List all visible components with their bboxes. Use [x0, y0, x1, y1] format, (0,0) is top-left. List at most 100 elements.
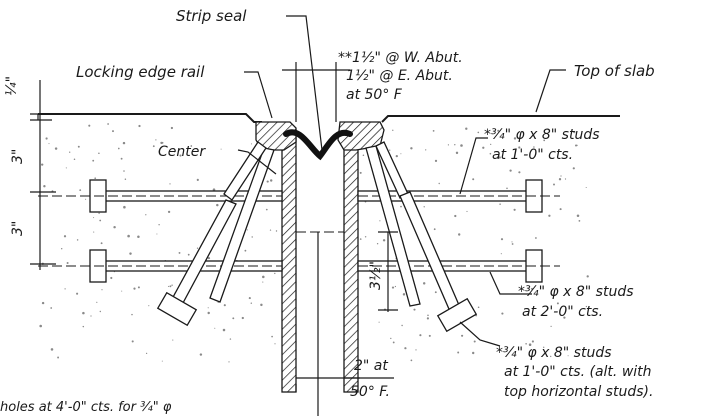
- concrete-speck: [454, 214, 457, 218]
- concrete-speck: [207, 311, 210, 315]
- dim-label-quarter: ¼": [4, 76, 20, 96]
- concrete-speck: [531, 340, 534, 343]
- concrete-speck: [578, 220, 581, 222]
- concrete-speck: [170, 126, 174, 130]
- concrete-speck: [41, 301, 45, 305]
- concrete-speck: [220, 148, 222, 150]
- concrete-speck: [477, 131, 480, 134]
- concrete-speck: [66, 261, 69, 265]
- concrete-speck: [382, 239, 386, 242]
- concrete-speck: [39, 324, 42, 328]
- concrete-speck: [167, 285, 170, 287]
- concrete-speck: [137, 286, 140, 289]
- concrete-speck: [178, 251, 181, 254]
- concrete-speck: [48, 143, 50, 145]
- concrete-speck: [196, 247, 199, 249]
- concrete-speck: [410, 147, 413, 150]
- concrete-speck: [145, 352, 148, 355]
- concrete-speck: [138, 124, 141, 128]
- concrete-speck: [117, 147, 120, 150]
- concrete-speck: [376, 243, 379, 245]
- concrete-speck: [190, 145, 193, 147]
- concrete-speck: [244, 249, 247, 252]
- dim-label-3a: 3": [10, 149, 26, 164]
- concrete-speck: [43, 185, 46, 188]
- label-studs-mid-1: *¾" φ x 8" studs: [518, 284, 634, 300]
- concrete-speck: [394, 285, 397, 288]
- concrete-speck: [207, 307, 209, 309]
- concrete-speck: [101, 289, 103, 291]
- concrete-speck: [359, 171, 362, 174]
- concrete-speck: [50, 348, 54, 351]
- concrete-speck: [262, 275, 265, 279]
- concrete-speck: [169, 183, 171, 185]
- concrete-speck: [560, 175, 562, 177]
- concrete-speck: [425, 149, 427, 151]
- label-locking-edge-rail: Locking edge rail: [76, 63, 205, 81]
- label-studs-low-3: top horizontal studs).: [504, 384, 653, 400]
- concrete-speck: [73, 158, 76, 161]
- concrete-speck: [129, 252, 132, 255]
- concrete-speck: [196, 178, 199, 181]
- concrete-speck: [63, 235, 67, 238]
- concrete-speck: [158, 224, 160, 226]
- concrete-speck: [499, 203, 501, 205]
- concrete-speck: [171, 284, 173, 286]
- concrete-speck: [133, 287, 136, 290]
- concrete-speck: [465, 127, 468, 130]
- concrete-speck: [434, 291, 437, 294]
- concrete-speck: [585, 186, 587, 189]
- concrete-speck: [472, 351, 475, 355]
- concrete-speck: [567, 355, 569, 357]
- concrete-speck: [155, 139, 157, 141]
- concrete-speck: [460, 144, 463, 147]
- concrete-speck: [199, 353, 203, 356]
- concrete-speck: [359, 238, 362, 240]
- strip-seal: [283, 129, 353, 161]
- inclined-stud-left-a: [209, 147, 275, 303]
- concrete-speck: [212, 188, 216, 191]
- concrete-speck: [432, 130, 435, 132]
- concrete-speck: [61, 248, 63, 250]
- left-steel-plate: [281, 129, 297, 393]
- concrete-speck: [543, 139, 546, 142]
- label-top-of-slab: Top of slab: [574, 62, 655, 80]
- concrete-speck: [550, 355, 552, 358]
- concrete-speck: [69, 151, 71, 153]
- concrete-speck: [550, 325, 552, 328]
- concrete-speck: [92, 159, 95, 162]
- concrete-speck: [413, 308, 416, 311]
- concrete-speck: [98, 152, 100, 155]
- concrete-speck: [586, 275, 589, 278]
- concrete-speck: [248, 297, 251, 300]
- concrete-speck: [401, 324, 403, 327]
- concrete-speck: [156, 233, 158, 235]
- concrete-speck: [402, 293, 406, 296]
- concrete-speck: [428, 334, 431, 337]
- concrete-speck: [364, 236, 367, 238]
- concrete-speck: [447, 144, 450, 146]
- concrete-speck: [260, 303, 263, 307]
- concrete-speck: [124, 178, 127, 181]
- concrete-speck: [572, 167, 575, 170]
- concrete-speck: [427, 314, 429, 317]
- concrete-speck: [271, 335, 273, 338]
- concrete-speck: [145, 214, 147, 216]
- concrete-speck: [229, 338, 232, 340]
- concrete-speck: [556, 302, 559, 305]
- concrete-speck: [558, 178, 562, 181]
- top-of-slab-leader: [535, 69, 566, 113]
- concrete-speck: [419, 334, 422, 337]
- concrete-speck: [110, 276, 113, 280]
- concrete-speck: [532, 157, 534, 160]
- concrete-speck: [64, 288, 66, 290]
- concrete-speck: [169, 285, 172, 288]
- concrete-speck: [500, 253, 502, 255]
- concrete-speck: [269, 229, 272, 231]
- concrete-speck: [585, 305, 588, 308]
- concrete-speck: [54, 147, 58, 150]
- concrete-speck: [246, 229, 248, 231]
- dim-label-2at-1: 2" at: [354, 358, 388, 374]
- label-strip-seal: Strip seal: [176, 7, 247, 25]
